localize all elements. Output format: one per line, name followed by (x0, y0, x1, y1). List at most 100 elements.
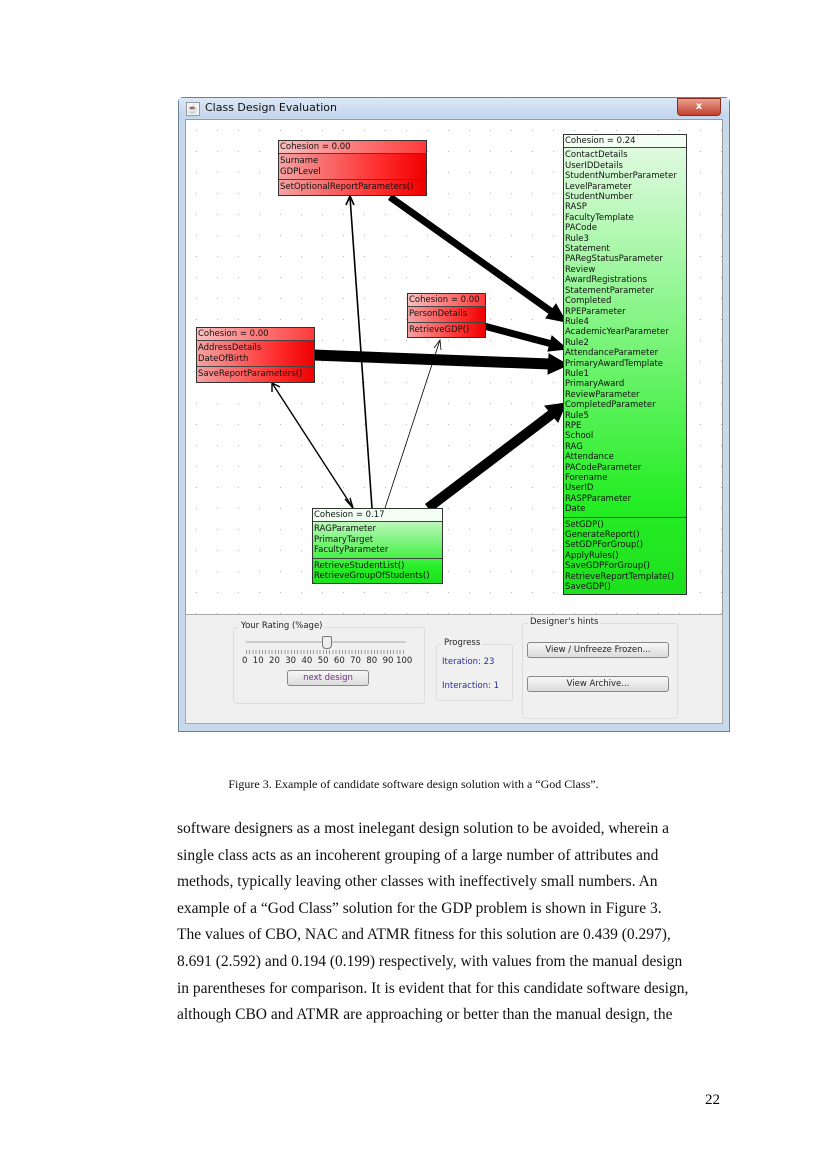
attribute: AddressDetails (198, 343, 262, 354)
arrow-smallgreen-to-god (424, 410, 556, 512)
attribute: Rule5 (565, 410, 589, 421)
attribute: Rule2 (565, 337, 589, 348)
attribute: AwardRegistrations (565, 275, 648, 286)
arrow-address-to-god (312, 349, 551, 370)
paragraph-line: although CBO and ATMR are approaching or… (177, 1006, 673, 1024)
cohesion-label: Cohesion = 0.00 (197, 328, 314, 341)
attribute: School (565, 431, 594, 442)
title-bar: ☕ Class Design Evaluation x (179, 98, 729, 118)
attribute: GDPLevel (280, 166, 321, 177)
java-app-icon: ☕ (186, 102, 200, 116)
attribute: DateOfBirth (198, 353, 249, 364)
page-number: 22 (705, 1092, 720, 1108)
attribute: RAG (565, 441, 583, 452)
interaction-count: Interaction: 1 (442, 681, 500, 691)
next-design-button[interactable]: next design (287, 670, 369, 686)
cohesion-label: Cohesion = 0.17 (313, 509, 442, 522)
paragraph-line: software designers as a most inelegant d… (177, 820, 669, 837)
method: SaveGDP() (565, 582, 611, 593)
attribute: StatementParameter (565, 285, 654, 296)
rating-label: Your Rating (%age) (239, 621, 325, 631)
attribute: FacultyParameter (314, 545, 389, 556)
arrow-smallgreen-to-topred (349, 196, 373, 509)
attribute: StudentNumberParameter (565, 171, 677, 182)
rating-slider-thumb[interactable] (322, 636, 332, 649)
progress-group: Progress Iteration: 23 Interaction: 1 (436, 638, 513, 701)
attribute: PARegStatusParameter (565, 254, 663, 265)
method: SaveGDPForGroup() (565, 561, 650, 572)
figure-caption: Figure 3. Example of candidate software … (228, 777, 599, 791)
method: GenerateReport() (565, 530, 640, 541)
attribute: RPE (565, 420, 582, 431)
attribute: PrimaryAward (565, 379, 625, 390)
slider-tick-labels: 0 10 20 30 40 50 60 70 80 90 100 (242, 656, 413, 666)
attribute: PACodeParameter (565, 462, 642, 473)
method: RetrieveGroupOfStudents() (314, 571, 430, 582)
paragraph-line: in parentheses for comparison. It is evi… (177, 979, 689, 997)
arrowhead (547, 335, 569, 352)
attribute: Statement (565, 244, 610, 255)
attribute: Review (565, 264, 596, 275)
close-button[interactable]: x (677, 98, 721, 116)
paragraph-line: 8.691 (2.592) and 0.194 (0.199) respecti… (177, 953, 683, 970)
attribute: PACode (565, 223, 598, 234)
cohesion-label: Cohesion = 0.00 (279, 141, 426, 154)
paragraph-line: single class acts as an incoherent group… (177, 846, 659, 864)
paragraph-line: methods, typically leaving other classes… (177, 873, 658, 891)
slider-ticks (246, 650, 406, 654)
attribute: AttendanceParameter (565, 348, 659, 359)
progress-label: Progress (442, 638, 483, 648)
attribute: Rule4 (565, 316, 589, 327)
arrow-person-to-god (483, 322, 553, 348)
control-panel: Your Rating (%age) 0 10 20 30 40 50 60 7… (185, 614, 723, 724)
cohesion-label: Cohesion = 0.00 (408, 294, 485, 307)
rating-group: Your Rating (%age) 0 10 20 30 40 50 60 7… (233, 621, 425, 704)
attribute: AcademicYearParameter (565, 327, 669, 338)
method: RetrieveStudentList() (314, 560, 405, 571)
hints-label: Designer's hints (528, 617, 601, 627)
attribute: Rule1 (565, 368, 589, 379)
method: SetOptionalReportParameters() (280, 182, 414, 193)
method: ApplyRules() (565, 550, 619, 561)
attribute: UserID (565, 483, 594, 494)
attribute: Rule3 (565, 233, 589, 244)
window-title: Class Design Evaluation (205, 101, 337, 114)
arrowhead (547, 353, 570, 375)
attribute: RAGParameter (314, 524, 377, 535)
attribute: RPEParameter (565, 306, 626, 317)
method: RetrieveGDP() (409, 324, 470, 335)
attribute: PrimaryTarget (314, 534, 374, 545)
method: RetrieveReportTemplate() (565, 571, 675, 582)
iteration-count: Iteration: 23 (442, 657, 495, 667)
arrowhead (545, 303, 567, 323)
attribute: FacultyTemplate (565, 212, 634, 223)
attribute: PrimaryAwardTemplate (565, 358, 664, 369)
attribute: PersonDetails (409, 309, 468, 320)
attribute: Completed (565, 296, 612, 307)
method: SaveReportParameters() (198, 369, 303, 380)
attribute: Forename (565, 473, 608, 483)
attribute: RASP (565, 202, 587, 213)
attribute: Date (565, 504, 586, 515)
attribute: StudentNumber (565, 192, 633, 203)
attribute: ContactDetails (565, 150, 628, 161)
arrow-topred-to-god (387, 194, 555, 315)
attribute: ReviewParameter (565, 389, 640, 400)
paragraph-line: example of a “God Class” solution for th… (177, 899, 662, 917)
attribute: Surname (280, 156, 319, 167)
view-archive-button[interactable]: View Archive... (527, 676, 669, 692)
class-box-person-red[interactable]: Cohesion = 0.00 PersonDetails RetrieveGD… (407, 293, 486, 339)
attribute: Attendance (565, 452, 614, 463)
arrowhead (544, 402, 567, 423)
attribute: RASPParameter (565, 493, 632, 504)
paragraph-line: The values of CBO, NAC and ATMR fitness … (177, 926, 671, 944)
attribute: UserIDDetails (565, 160, 623, 171)
attribute: CompletedParameter (565, 400, 656, 411)
attribute: LevelParameter (565, 181, 632, 192)
view-unfreeze-frozen-button[interactable]: View / Unfreeze Frozen... (527, 642, 669, 658)
method: SetGDPForGroup() (565, 540, 644, 551)
